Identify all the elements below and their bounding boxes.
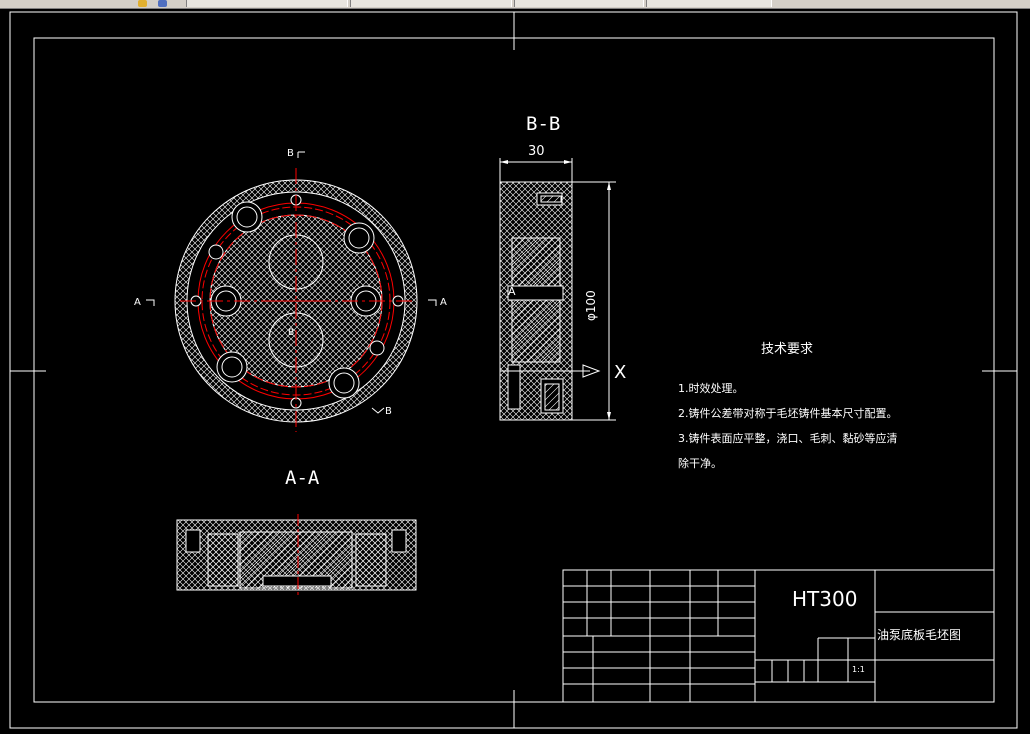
aa-section-title: A-A: [285, 467, 320, 489]
top-view-section-label-a-left: A: [134, 297, 141, 308]
top-view-section-label-b-top: B: [287, 148, 294, 159]
top-view-section-label-a-right: A: [440, 297, 447, 308]
engineering-drawing: [9, 11, 1018, 729]
title-block: [562, 569, 995, 703]
bb-roughness-symbol: X: [614, 362, 627, 383]
title-block-scale: 1:1: [852, 665, 865, 674]
toolbar: [0, 0, 1030, 9]
bb-section-title: B-B: [526, 113, 561, 135]
bb-marker-letter: A: [508, 285, 516, 298]
save-icon[interactable]: [158, 0, 167, 7]
tech-requirement-item: 2.铸件公差带对称于毛坯铸件基本尺寸配置。: [678, 407, 898, 420]
section-aa-view: [176, 514, 417, 596]
toolbar-dropdown[interactable]: [350, 0, 512, 7]
title-block-part-name: 油泵底板毛坯图: [877, 628, 962, 642]
title-block-material: HT300: [792, 587, 858, 611]
section-bb-view: [499, 158, 616, 421]
top-view-section-label-b-bottom: B: [385, 406, 392, 417]
tech-requirement-item: 3.铸件表面应平整，浇口、毛刺、黏砂等应清: [678, 432, 898, 445]
drawing-canvas[interactable]: B A A B B B-B 30 φ100 A X A-A 技术要求 1.时效处…: [0, 9, 1030, 734]
top-view: [146, 151, 437, 432]
open-icon[interactable]: [138, 0, 147, 7]
tech-requirements-list: 1.时效处理。 2.铸件公差带对称于毛坯铸件基本尺寸配置。 3.铸件表面应平整，…: [678, 380, 898, 480]
bb-width-dimension: 30: [528, 144, 545, 159]
top-view-hole-marker: B: [288, 328, 295, 338]
toolbar-dropdown[interactable]: [186, 0, 348, 7]
toolbar-dropdown[interactable]: [514, 0, 644, 7]
bb-diameter-dimension: φ100: [584, 290, 598, 321]
tech-requirement-item: 1.时效处理。: [678, 382, 744, 395]
tech-requirements-title: 技术要求: [761, 342, 814, 357]
tech-requirement-item: 除干净。: [678, 457, 722, 470]
toolbar-dropdown[interactable]: [646, 0, 772, 7]
